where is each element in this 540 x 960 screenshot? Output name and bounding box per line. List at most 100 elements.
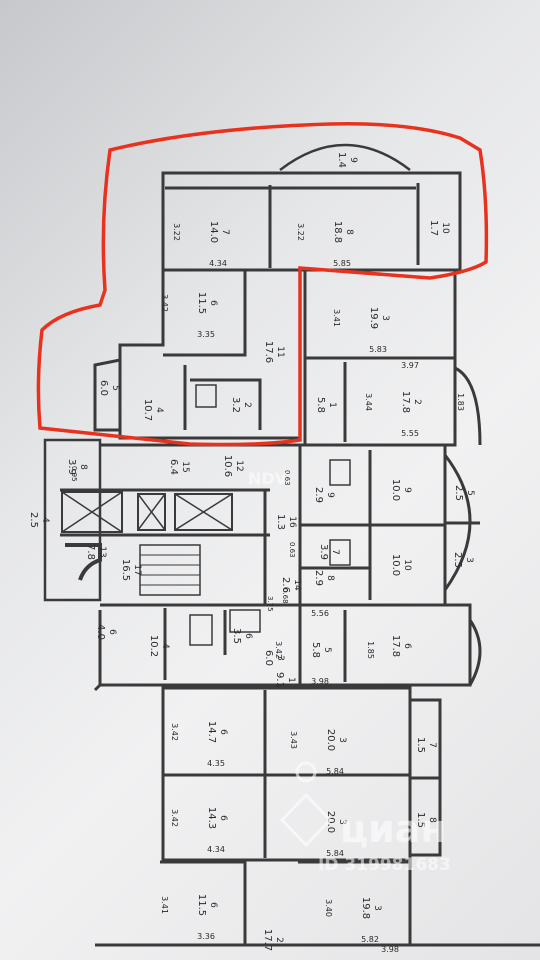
room-label-r6: 319.9	[368, 307, 390, 329]
room-number: 3	[372, 905, 382, 911]
room-area: 10.0	[390, 554, 401, 576]
room-number: 14	[292, 579, 302, 591]
room-label-r19: 32.5	[452, 552, 474, 568]
room-number: 3	[464, 557, 474, 563]
room-label-r24: 42.5	[28, 512, 50, 528]
cian-pin-icon	[295, 761, 317, 783]
room-label-r38: 614.3	[206, 807, 228, 829]
room-area: 2.5	[452, 552, 463, 568]
room-number: 9	[348, 157, 358, 163]
room-label-r35: 614.7	[206, 721, 228, 743]
room-label-r30: 63.5	[231, 628, 253, 644]
room-label-r18: 910.0	[390, 479, 412, 501]
room-area: 17.8	[400, 391, 411, 413]
room-label-r10: 23.2	[230, 397, 252, 413]
room-area: 20.0	[325, 729, 336, 751]
dimension-label: 3.98	[311, 677, 329, 686]
room-area: 14.0	[208, 221, 219, 243]
misc-dimension-label: 3.75	[266, 596, 274, 612]
room-area: 5.8	[310, 642, 321, 658]
cian-diamond-icon	[279, 792, 333, 848]
misc-dimension-label: 0.63	[283, 470, 291, 486]
room-area: 11.5	[196, 292, 207, 314]
cian-brand-text: циан	[340, 807, 447, 851]
plan-walls	[43, 143, 540, 947]
room-area: 10.0	[390, 479, 401, 501]
room-number: 6	[218, 729, 228, 735]
dimension-label: 5.56	[311, 609, 329, 618]
misc-dimension-label: 0.68	[281, 588, 289, 604]
ndv-watermark-logo: NDV	[248, 469, 288, 488]
dimension-label: 3.35	[197, 330, 215, 339]
room-number: 3	[380, 315, 390, 321]
room-number: 8	[78, 464, 88, 470]
cian-watermark	[279, 761, 333, 848]
room-label-r36: 320.0	[325, 729, 347, 751]
room-number: 3	[337, 819, 347, 825]
room-area: 3.9	[318, 544, 329, 560]
room-area: 2.9	[313, 570, 324, 586]
room-area: 17.6	[263, 341, 274, 363]
room-label-r22: 82.9	[313, 570, 335, 586]
room-label-r29: 410.2	[148, 635, 170, 657]
room-area: 10.6	[222, 455, 233, 477]
room-area: 2.6	[280, 577, 291, 593]
room-label-r37: 71.5	[415, 737, 437, 753]
room-number: 2	[412, 399, 422, 405]
dimension-label: 3.42	[170, 809, 179, 827]
dimension-label: 3.42	[160, 294, 169, 312]
room-number: 4	[40, 517, 50, 523]
dimension-label: 3.22	[296, 223, 305, 241]
room-label-r8: 410.7	[142, 399, 164, 421]
room-number: 3	[337, 737, 347, 743]
room-number: 1	[286, 677, 296, 683]
room-label-r34: 19.1	[274, 672, 296, 688]
room-number: 7	[220, 229, 230, 235]
room-area: 10.7	[142, 399, 153, 421]
dimension-label: 3.44	[364, 393, 373, 411]
room-area: 4.0	[95, 624, 106, 640]
dimension-label: 5.83	[369, 345, 387, 354]
room-number: 9	[325, 492, 335, 498]
room-area: 1.3	[275, 514, 286, 530]
room-number: 10	[402, 559, 412, 571]
room-number: 7	[330, 549, 340, 555]
dimension-label: 3.41	[160, 896, 169, 914]
room-number: 5	[322, 647, 332, 653]
room-area: 18.8	[332, 221, 343, 243]
room-number: 10	[440, 222, 450, 234]
room-label-r40: 81.5	[415, 812, 437, 828]
room-label-r25: 137.8	[85, 544, 107, 560]
dimension-label: 3.42	[170, 723, 179, 741]
room-number: 3	[275, 655, 285, 661]
room-label-r9: 56.0	[98, 380, 120, 396]
dimension-label: 5.84	[326, 767, 344, 776]
room-number: 12	[234, 460, 244, 471]
room-label-r28: 64.0	[95, 624, 117, 640]
room-number: 7	[427, 742, 437, 748]
room-number: 6	[107, 629, 117, 635]
room-number: 8	[344, 229, 354, 235]
room-area: 1.7	[428, 220, 439, 236]
room-area: 6.4	[168, 459, 179, 475]
room-area: 1.5	[415, 812, 426, 828]
room-area: 14.3	[206, 807, 217, 829]
dimension-label: 3.36	[197, 932, 215, 941]
room-number: 11	[275, 346, 285, 357]
room-label-r32: 55.8	[310, 642, 332, 658]
room-number: 6	[218, 815, 228, 821]
room-label-r11: 15.8	[315, 397, 337, 413]
dimension-label: 3.41	[332, 309, 341, 327]
room-label-r21: 73.9	[318, 544, 340, 560]
room-area: 16.5	[120, 559, 131, 581]
room-area: 14.7	[206, 721, 217, 743]
room-area: 3.9	[66, 459, 77, 475]
room-label-r39: 320.0	[325, 811, 347, 833]
dimension-label: 5.82	[361, 935, 379, 944]
room-number: 13	[97, 546, 107, 557]
apartment-highlight	[36, 122, 489, 447]
